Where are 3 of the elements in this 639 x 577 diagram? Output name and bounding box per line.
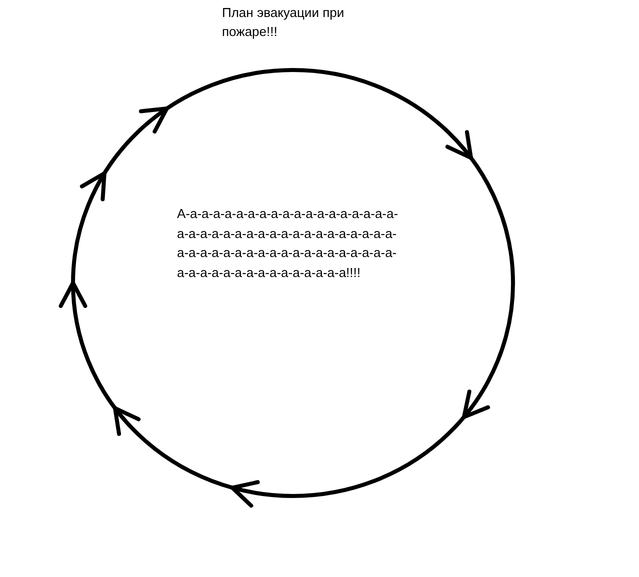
- body-text: А-а-а-а-а-а-а-а-а-а-а-а-а-а-а-а-а-а-а-а-а-а-а-а-а-а-а-а-а-а-а-а-а-а-а-а-а-а-а-а-а-а-а-а-а-а-а-а-а-а-а-а-а-а-а-а-а-а-а-а-а-а-а-а-а-а-а-а-а-а-а-а!!!!: [177, 205, 400, 282]
- circle-loop: [70, 67, 516, 499]
- title: План эвакуации при пожаре!!!: [222, 4, 346, 41]
